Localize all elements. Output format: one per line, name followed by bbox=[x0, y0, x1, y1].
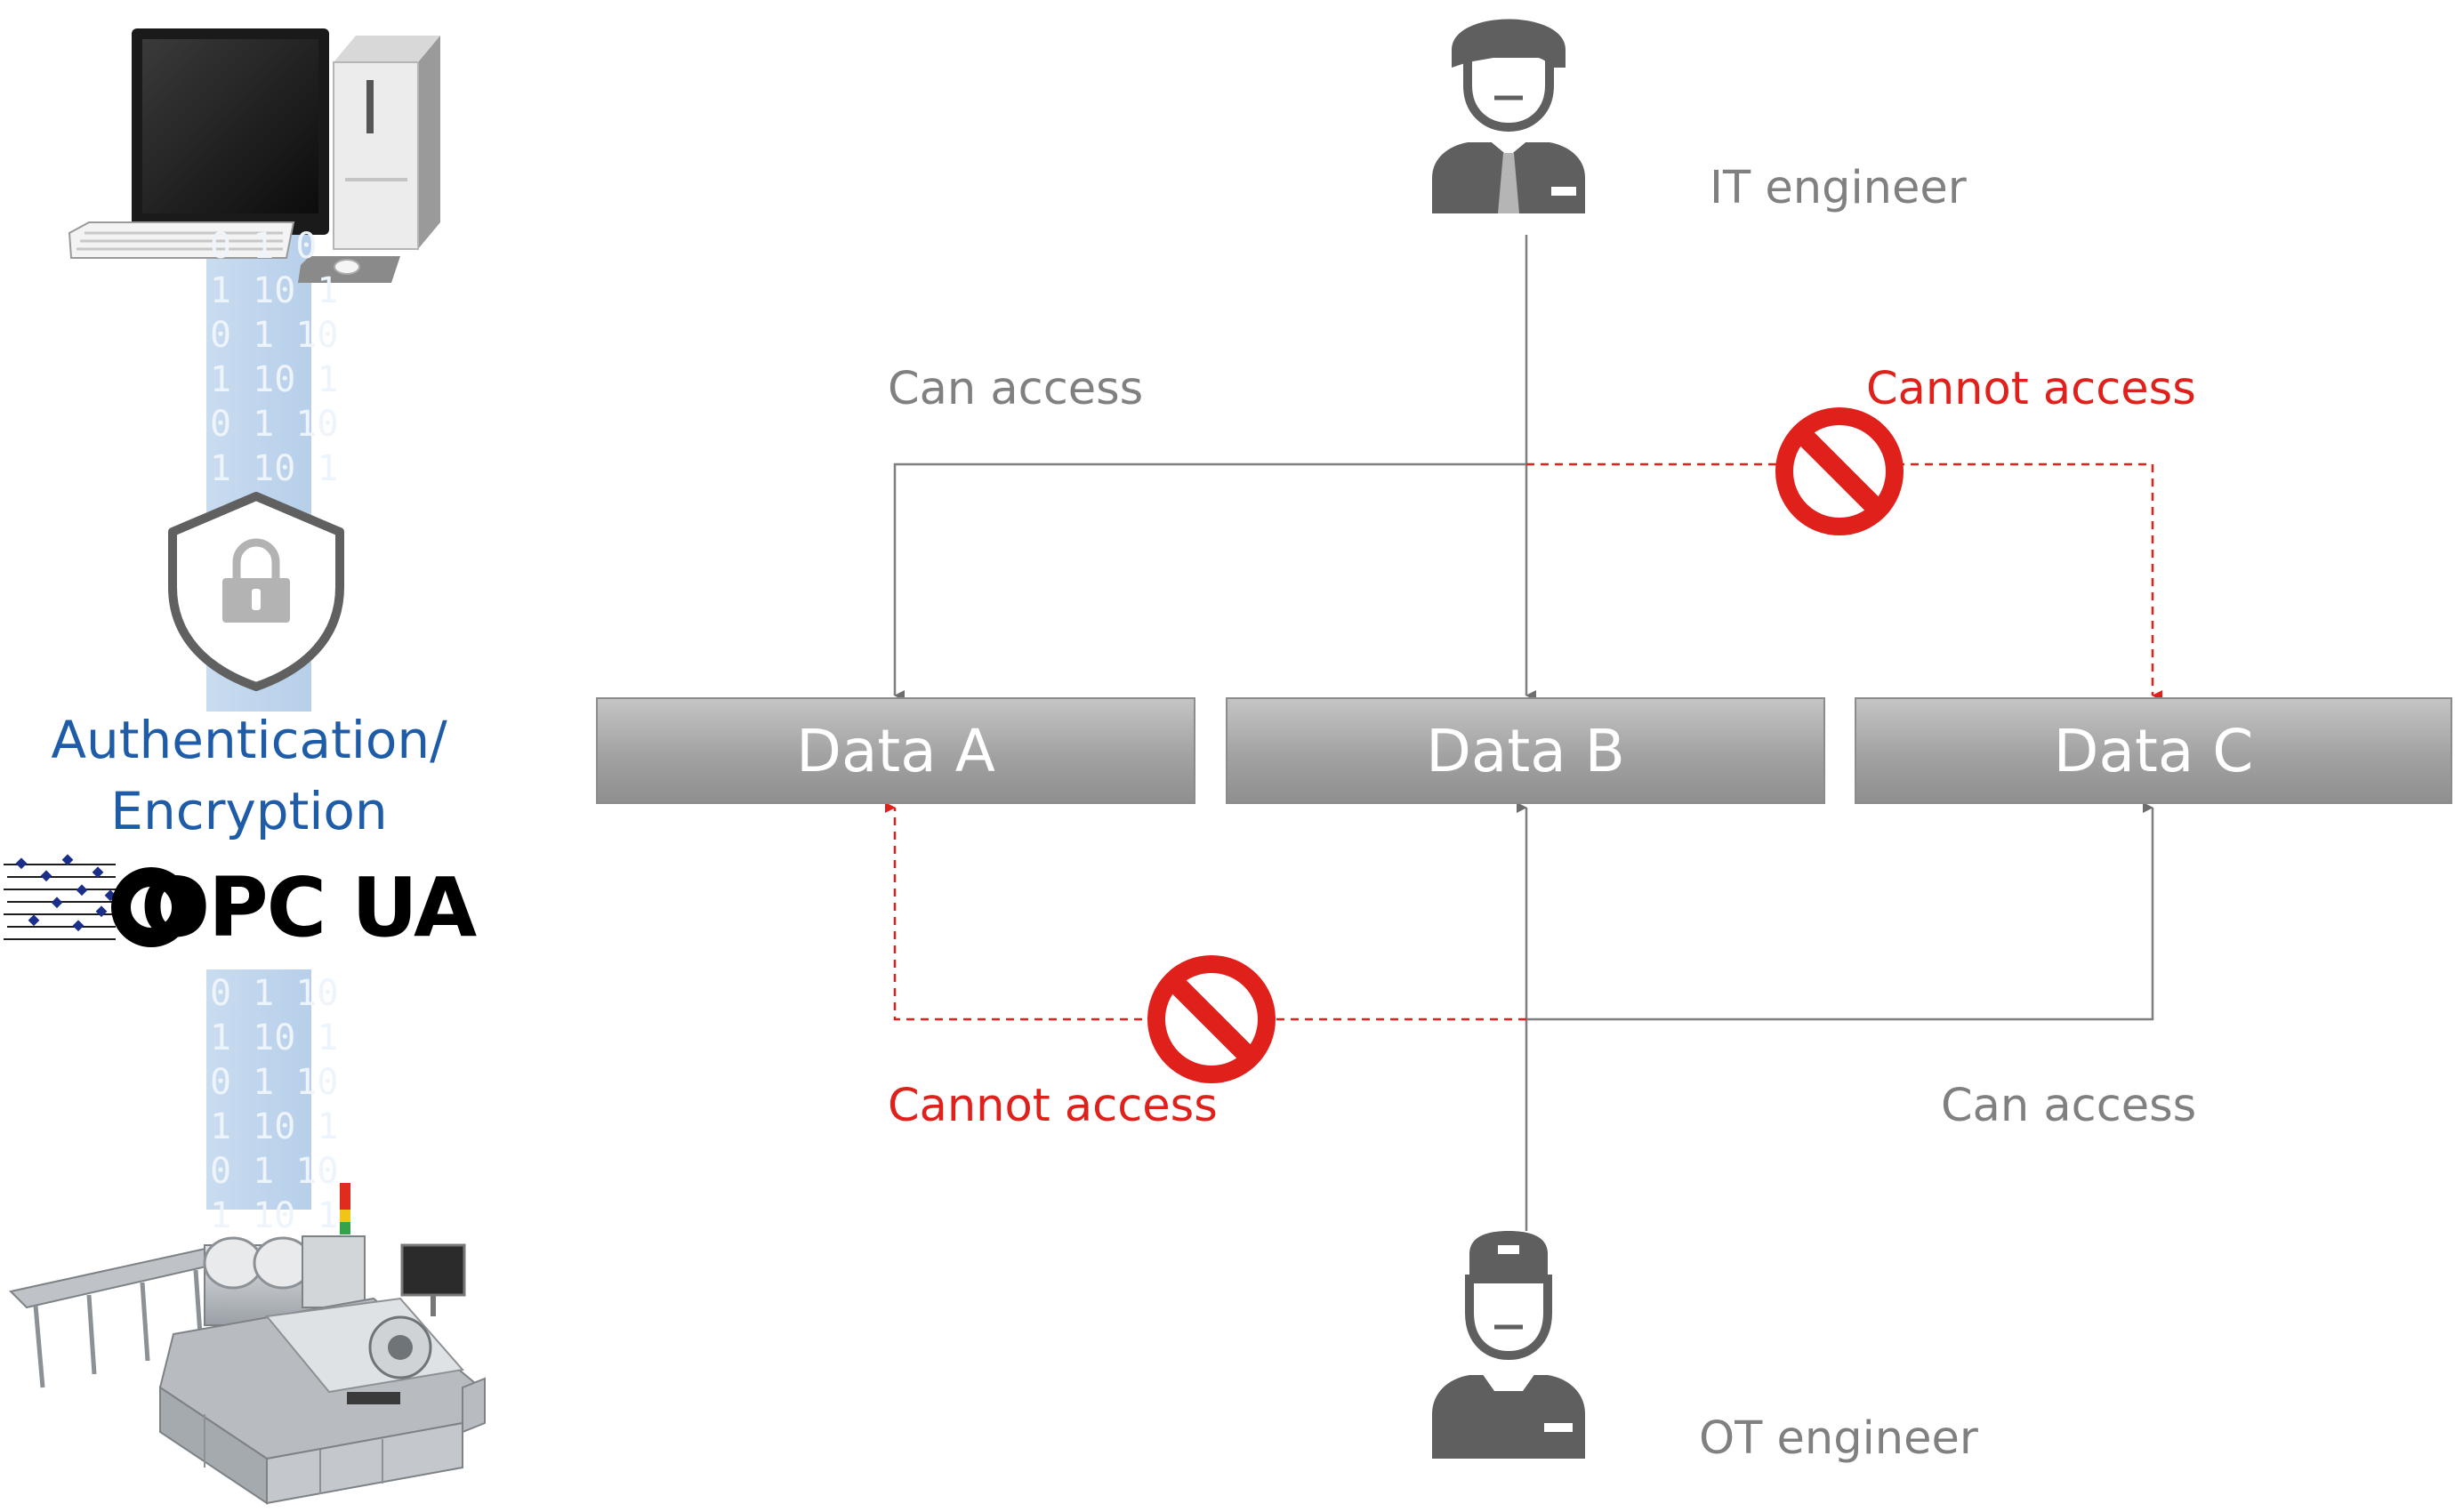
auth-encryption-label: Authentication/ Encryption bbox=[27, 704, 471, 847]
it-access-lines bbox=[893, 235, 2162, 701]
binary-row: 1 10 1 bbox=[210, 448, 339, 489]
auth-line-2: Encryption bbox=[110, 781, 388, 842]
data-box-c: Data C bbox=[1855, 697, 2452, 804]
it-engineer-label: IT engineer bbox=[1710, 162, 1967, 214]
opc-ua-logo bbox=[4, 854, 191, 947]
it-cannot-access-label: Cannot access bbox=[1866, 363, 2196, 415]
binary-row: 1 10 1 bbox=[210, 359, 339, 400]
binary-row: 0 1 10 bbox=[210, 1062, 339, 1103]
binary-row: 0 1 0 bbox=[210, 226, 318, 267]
binary-stream-bottom bbox=[206, 969, 311, 1210]
binary-row: 0 1 10 bbox=[210, 1151, 339, 1192]
binary-row: 1 10 1 bbox=[210, 1017, 339, 1058]
shield-lock-icon bbox=[168, 492, 344, 691]
opc-ua-wordmark: OPC UA bbox=[141, 860, 477, 955]
ot-engineer-icon bbox=[1432, 1231, 1585, 1459]
ot-access-lines bbox=[885, 802, 2154, 1231]
binary-row: 1 10 1 bbox=[210, 1106, 339, 1147]
prohibited-icon-ot bbox=[1147, 955, 1276, 1083]
binary-row: 0 1 10 bbox=[210, 973, 339, 1014]
data-box-b-label: Data B bbox=[1426, 716, 1625, 785]
data-box-a-label: Data A bbox=[796, 716, 995, 785]
binary-row: 1 10 1 bbox=[210, 270, 339, 311]
data-box-b: Data B bbox=[1226, 697, 1825, 804]
ot-engineer-label: OT engineer bbox=[1699, 1412, 1978, 1465]
desktop-computer-icon bbox=[68, 28, 440, 283]
auth-line-1: Authentication/ bbox=[51, 710, 447, 770]
data-box-a: Data A bbox=[596, 697, 1195, 804]
binary-row: 0 1 10 bbox=[210, 315, 339, 356]
ot-can-access-label: Can access bbox=[1941, 1080, 2197, 1132]
ot-cannot-access-label: Cannot access bbox=[888, 1080, 1218, 1132]
binary-row: 1 10 1 bbox=[210, 1195, 339, 1236]
it-engineer-icon bbox=[1432, 19, 1585, 213]
it-can-access-label: Can access bbox=[888, 363, 1144, 415]
data-box-c-label: Data C bbox=[2053, 716, 2254, 785]
prohibited-icon-it bbox=[1775, 407, 1904, 535]
binary-row: 0 1 10 bbox=[210, 404, 339, 445]
packaging-machine-image bbox=[9, 1183, 486, 1505]
